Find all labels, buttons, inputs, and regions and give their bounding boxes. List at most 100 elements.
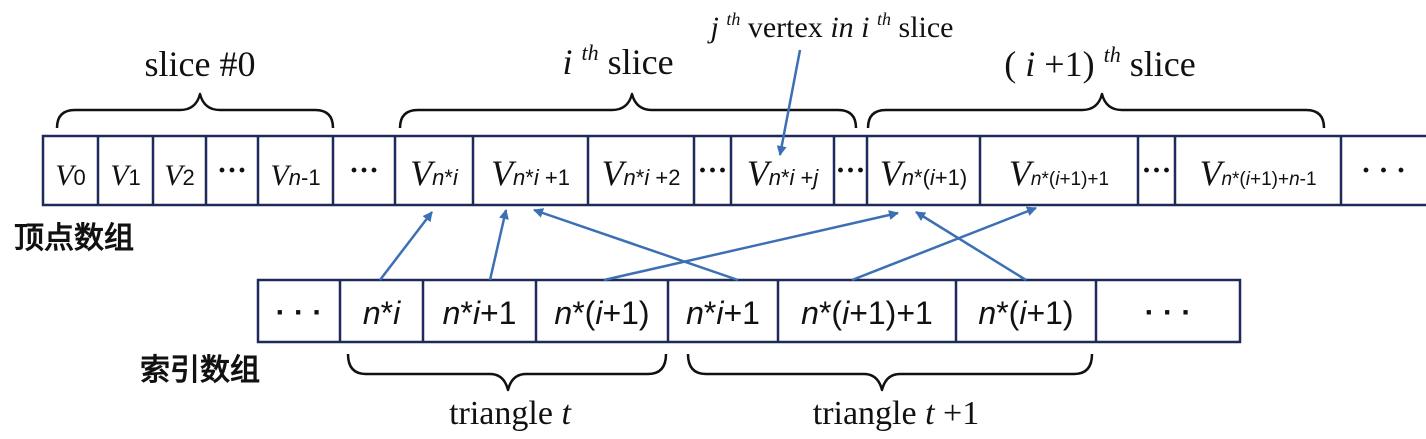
vertex-cell-sub-part: n — [289, 165, 301, 190]
vertex-cell-sub-part: n — [769, 165, 781, 190]
vertex-cell-sub-part: 2 — [183, 165, 195, 190]
vertex-cell-sub-part: 1 — [129, 165, 141, 190]
index-cell-part: +1) — [602, 295, 649, 331]
vertex-cell-sub-part: * — [636, 165, 645, 190]
slice-i-rest: slice — [608, 42, 674, 82]
vertex-cell-text: V0 — [55, 159, 86, 192]
vertex-cell-sub-part: * — [444, 165, 453, 190]
vertex-cell-dots3: ··· — [692, 136, 728, 205]
vertex-cell-sub-part: +1)+ — [1250, 169, 1289, 190]
vertex-cell-vn1: Vn-1 — [256, 136, 321, 205]
vertex-cell-main: V — [410, 153, 436, 193]
vertex-cell-main: V — [55, 159, 77, 192]
vertex-array-label: 顶点数组 — [14, 221, 134, 256]
vertex-cell-dots1: ··· — [204, 136, 247, 205]
vertex-cell-sub-part: i — [644, 165, 650, 190]
index-cell-part: n — [443, 295, 461, 331]
vertex-cell-main: ··· — [349, 154, 379, 187]
vertex-cell-vni_1n: Vn*(i+1)+n-1 — [1173, 136, 1317, 205]
index-cell-part: +1) — [1026, 295, 1073, 331]
arrow-ni_11-to-vni_11 — [851, 206, 1037, 282]
index-cell-part: n — [686, 295, 704, 331]
vertex-cell-sub-part: +1) — [935, 165, 967, 190]
arrow-ni1-to-vni1 — [488, 209, 509, 281]
annotation-sup2: th — [877, 9, 891, 29]
annotation-end: slice — [899, 11, 954, 44]
index-cell-i4: n*i+1 — [666, 280, 760, 342]
slice-0-label: slice #0 — [145, 44, 256, 84]
vertex-cell-main: V — [747, 153, 773, 193]
vertex-cell-main: V — [1199, 153, 1225, 193]
index-cell-part: i — [842, 295, 850, 331]
vertex-cell-main: V — [602, 153, 628, 193]
vertex-cell-v0: V0 — [55, 159, 86, 192]
vertex-cell-main: ··· — [697, 154, 727, 187]
vertex-cell-text: Vn*(i+1)+n-1 — [1199, 153, 1316, 193]
arrow-ni1b-to-vni1 — [533, 208, 739, 282]
index-cell-text: · · · — [1145, 296, 1192, 329]
vertex-cell-dots6: · · · — [1339, 136, 1406, 205]
annotation-mid1: vertex — [748, 11, 830, 44]
vertex-cell-dots5: ··· — [1136, 136, 1172, 205]
vertex-cell-sub-part: 0 — [74, 165, 86, 190]
vertex-cell-dots2: ··· — [331, 136, 379, 205]
index-cell-i6: n*(i+1) — [954, 280, 1074, 342]
vertex-cell-v2: V2 — [151, 136, 195, 205]
index-cell-text: n*(i+1)+1 — [801, 295, 933, 331]
index-cell-part: +1 — [723, 295, 759, 331]
vertex-cell-vni1: Vn*i +1 — [471, 136, 570, 205]
vertex-cell-main: ··· — [835, 154, 865, 187]
vertex-array-frame — [41, 134, 1426, 207]
index-cell-dots: · · · — [276, 296, 323, 329]
index-cell-part: +1)+1 — [849, 295, 933, 331]
vertex-cell-main: V — [491, 153, 517, 193]
vertex-cell-text: ··· — [217, 154, 247, 187]
slice-i-var: i — [562, 42, 572, 82]
vertex-cell-sub-part: *( — [1232, 169, 1246, 190]
vertex-cell-sub-part: + — [794, 165, 813, 190]
vertex-cell-sub-part: +1)+1 — [1059, 169, 1109, 190]
index-cell-idots2: · · · — [1094, 280, 1192, 342]
vertex-cell-sub-part: i — [453, 165, 459, 190]
index-cell-part: * — [460, 295, 472, 331]
triangle-t-var: t — [561, 395, 572, 432]
index-cell-part: n — [363, 295, 381, 331]
vertex-cell-main: V — [1009, 153, 1035, 193]
vertex-cell-text: · · · — [1361, 154, 1406, 187]
annotation-i: i — [861, 11, 869, 44]
index-cell-part: *( — [572, 295, 595, 331]
vertex-cell-text: ··· — [349, 154, 379, 187]
slice-i-label: i th slice — [562, 28, 673, 82]
slice-i-sup: th — [581, 40, 598, 65]
vertex-cell-sub-part: n — [432, 165, 444, 190]
vertex-cell-sub-part: i — [930, 165, 936, 190]
arrow-ni_1-to-vni_1 — [603, 210, 899, 282]
vertex-cell-main: V — [270, 159, 292, 192]
vertex-cell-sub-part: -1 — [1300, 169, 1317, 190]
index-cell-part: i — [595, 295, 603, 331]
index-array-frame — [256, 278, 1242, 344]
index-cell-i3: n*(i+1) — [534, 280, 650, 342]
slice-i1-sup: th — [1104, 42, 1121, 67]
index-cell-dots: · · · — [1145, 296, 1192, 329]
index-cell-text: n*(i+1) — [554, 295, 649, 331]
vertex-cell-sub-part: i — [534, 165, 540, 190]
vertex-cell-sub-part: n — [1221, 169, 1232, 190]
index-cell-part: i — [393, 295, 401, 331]
slice-i1-rest: slice — [1130, 44, 1196, 84]
vertex-cell-text: Vn*i — [410, 153, 459, 193]
index-cell-part: n — [978, 295, 996, 331]
arrow-ni-to-vni — [379, 211, 433, 281]
annotation-sup1: th — [726, 9, 740, 29]
vertex-cell-sub-part: +1 — [539, 165, 570, 190]
triangle-t1-word: triangle — [813, 395, 925, 432]
vertex-cell-text: Vn*i +2 — [602, 153, 681, 193]
index-cell-part: *( — [996, 295, 1019, 331]
triangle-t-brace — [346, 353, 668, 392]
vertex-cell-vni2: Vn*i +2 — [586, 136, 681, 205]
vertex-cell-vnij: Vn*i +j — [729, 136, 819, 205]
vertex-cell-sub-part: n — [513, 165, 525, 190]
vertex-cell-text: Vn*i +1 — [491, 153, 570, 193]
vertex-cell-main: ··· — [1141, 154, 1171, 187]
